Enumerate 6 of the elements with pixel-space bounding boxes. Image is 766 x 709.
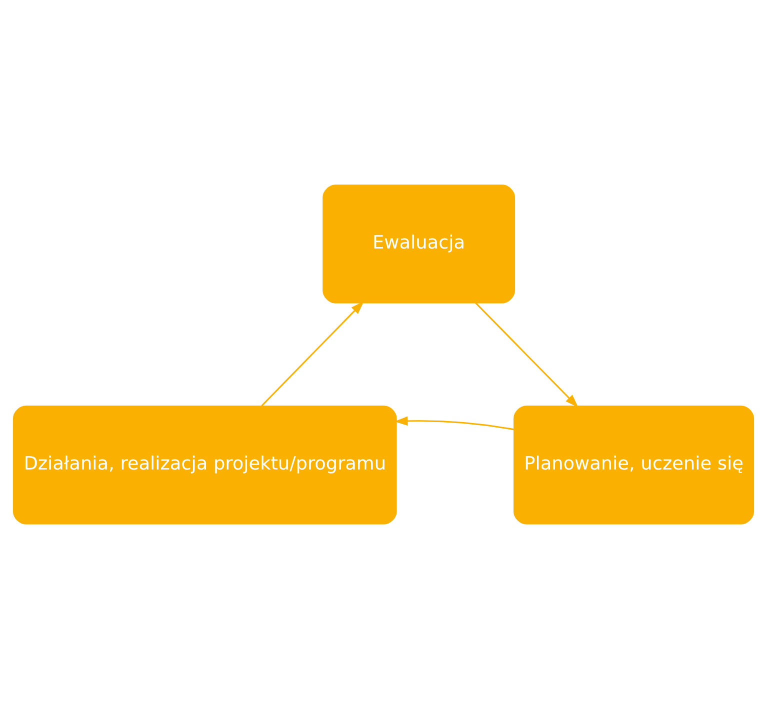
arrow — [260, 301, 364, 406]
arrow — [474, 302, 578, 408]
arrow — [394, 416, 514, 430]
node-box: Planowanie, uczenie się — [513, 406, 754, 524]
node-box: Ewaluacja — [322, 184, 515, 304]
node-box: Działania, realizacja projektu/programu — [12, 406, 396, 524]
